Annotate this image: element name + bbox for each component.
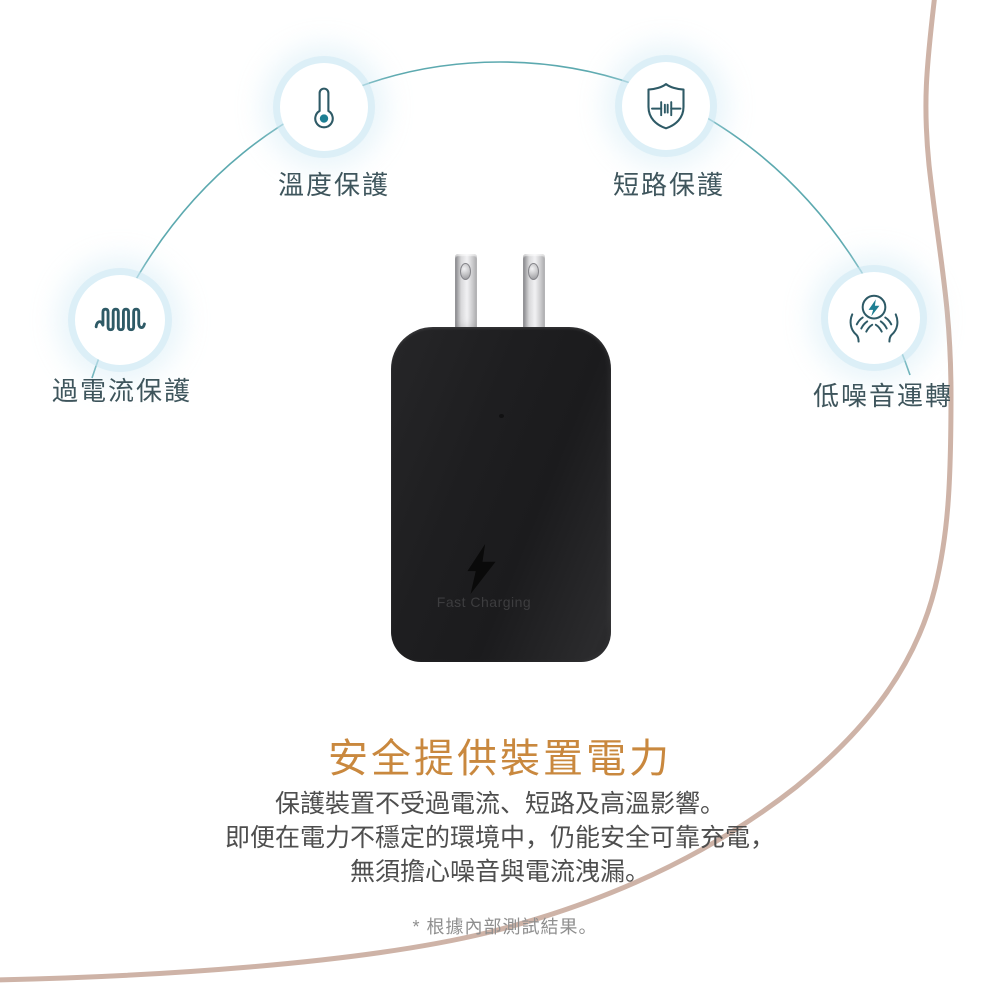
description-line-3: 無須擔心噪音與電流洩漏。 (349, 858, 651, 886)
shield-capacitor-icon (647, 83, 685, 130)
charger-right-prong (523, 254, 545, 350)
feature-label-overcurrent: 過電流保護 (51, 376, 193, 406)
prong-hole (460, 263, 471, 280)
feature-circle-short-circuit (622, 62, 710, 150)
charger-left-prong (455, 254, 477, 342)
section-title: 安全提供裝置電力 (328, 737, 672, 781)
charger-body: Fast Charging (391, 327, 611, 662)
feature-circle-low-noise (828, 272, 920, 364)
lightning-bolt-icon (467, 544, 496, 594)
section-description: 保護裝置不受過電流、短路及高溫影響。 即便在電力不穩定的環境中，仍能安全可靠充電… (225, 787, 775, 889)
decorative-tan-curve-line (0, 0, 954, 983)
feature-label-temperature: 溫度保護 (277, 170, 391, 200)
description-line-1: 保護裝置不受過電流、短路及高溫影響。 (274, 790, 726, 818)
feature-label-short-circuit: 短路保護 (612, 170, 726, 200)
charger-product-image: Fast Charging (390, 253, 612, 663)
footnote-text: * 根據內部測試結果。 (412, 917, 598, 937)
hands-energy-icon (849, 294, 899, 343)
feature-circle-temperature (280, 63, 368, 151)
overcurrent-wave-icon (94, 307, 146, 332)
feature-circle-overcurrent (75, 275, 165, 365)
description-line-2: 即便在電力不穩定的環境中，仍能安全可靠充電， (224, 824, 776, 852)
charger-led-pinhole (499, 414, 504, 418)
thermometer-icon (314, 87, 334, 129)
fast-charging-print: Fast Charging (436, 594, 532, 610)
lightning-bolt-icon (868, 299, 880, 317)
prong-hole (528, 263, 539, 280)
feature-label-low-noise: 低噪音運轉 (812, 381, 954, 411)
feature-arc-connector-line (91, 61, 911, 379)
